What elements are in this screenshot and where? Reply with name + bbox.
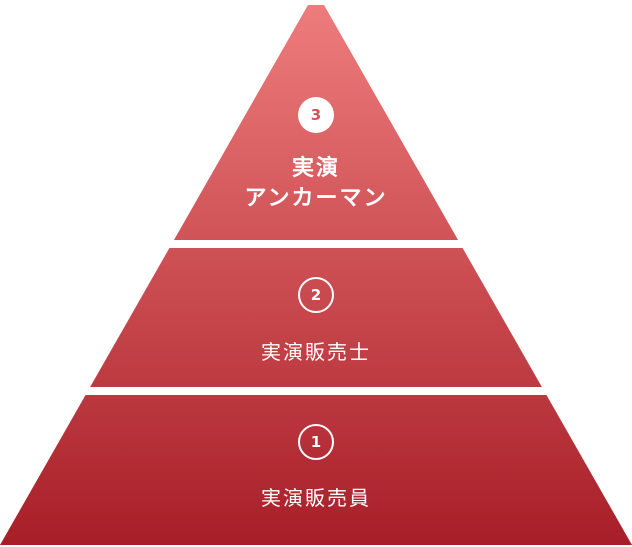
tier-separator-upper	[0, 240, 632, 248]
tier-3-label: 実演 アンカーマン	[0, 154, 632, 214]
tier-3-label-line-2: アンカーマン	[244, 186, 388, 211]
tier-2-number-badge: 2	[298, 277, 334, 313]
tier-1-number-badge: 1	[298, 424, 334, 460]
tier-1-label: 実演販売員	[261, 486, 371, 510]
tier-separator-lower	[0, 387, 632, 395]
pyramid-shape	[0, 5, 632, 545]
tier-3-label-line-1: 実演	[291, 156, 340, 181]
tier-2-label: 実演販売士	[261, 340, 371, 364]
tier-3-number-badge: 3	[298, 97, 334, 133]
pyramid-body	[0, 5, 632, 545]
